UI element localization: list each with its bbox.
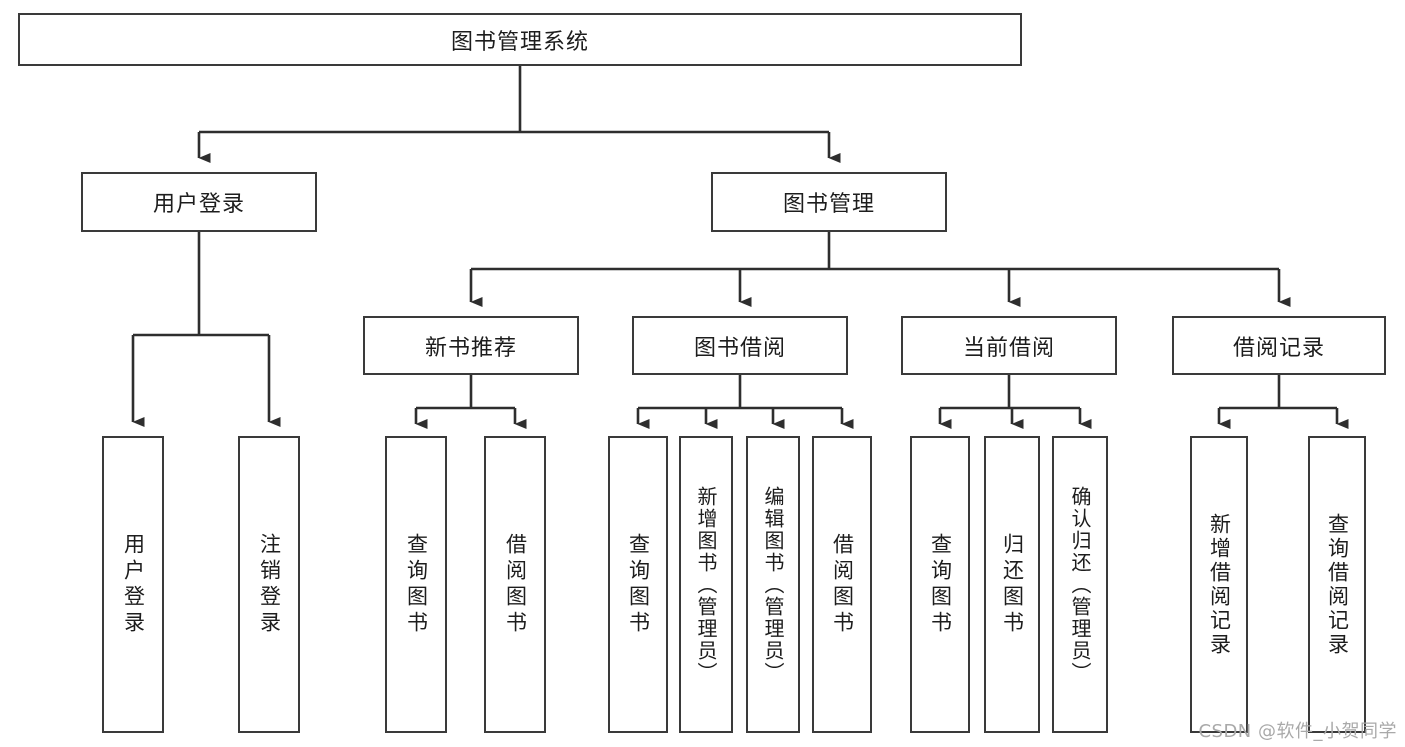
node-new-book-rec-label: 新书推荐 (424, 335, 517, 361)
node-borrow-record-label: 借阅记录 (1232, 335, 1325, 361)
node-leaf-query-record[interactable]: 查询借阅记录 (1308, 436, 1366, 733)
node-leaf-borrow-book-b[interactable]: 借阅图书 (812, 436, 872, 733)
node-user-login-label: 用户登录 (152, 192, 245, 217)
node-book-manage-label: 图书管理 (782, 192, 875, 217)
node-new-book-rec[interactable]: 新书推荐 (363, 316, 579, 375)
node-borrow-record[interactable]: 借阅记录 (1172, 316, 1386, 375)
node-leaf-user-login[interactable]: 用户登录 (102, 436, 164, 733)
node-current-borrow-label: 当前借阅 (962, 335, 1055, 361)
node-leaf-add-book-admin-label: 新增图书（管理员） (694, 485, 718, 684)
node-leaf-add-record[interactable]: 新增借阅记录 (1190, 436, 1248, 733)
node-leaf-borrow-book-b-label: 借阅图书 (830, 532, 855, 637)
node-leaf-confirm-return-admin[interactable]: 确认归还（管理员） (1052, 436, 1108, 733)
node-leaf-query-book-b-label: 查询图书 (626, 532, 651, 637)
node-leaf-borrow-book-rec-label: 借阅图书 (503, 532, 528, 637)
node-leaf-user-logout-label: 注销登录 (257, 532, 282, 637)
node-leaf-user-logout[interactable]: 注销登录 (238, 436, 300, 733)
node-leaf-add-record-label: 新增借阅记录 (1207, 512, 1232, 657)
node-leaf-query-book-rec-label: 查询图书 (404, 532, 429, 637)
node-leaf-edit-book-admin-label: 编辑图书（管理员） (761, 485, 785, 684)
node-leaf-edit-book-admin[interactable]: 编辑图书（管理员） (746, 436, 800, 733)
node-book-manage[interactable]: 图书管理 (711, 172, 947, 232)
node-leaf-user-login-label: 用户登录 (121, 532, 146, 637)
node-leaf-add-book-admin[interactable]: 新增图书（管理员） (679, 436, 733, 733)
node-leaf-query-record-label: 查询借阅记录 (1325, 512, 1350, 657)
node-book-borrow-label: 图书借阅 (693, 335, 786, 361)
node-root[interactable]: 图书管理系统 (18, 13, 1022, 66)
node-root-label: 图书管理系统 (450, 29, 589, 55)
node-user-login[interactable]: 用户登录 (81, 172, 317, 232)
node-leaf-query-book-b[interactable]: 查询图书 (608, 436, 668, 733)
node-book-borrow[interactable]: 图书借阅 (632, 316, 848, 375)
node-leaf-query-book-c-label: 查询图书 (928, 532, 953, 637)
watermark: CSDN @软件_小贺同学 (1198, 721, 1397, 742)
node-leaf-query-book-rec[interactable]: 查询图书 (385, 436, 447, 733)
node-leaf-query-book-c[interactable]: 查询图书 (910, 436, 970, 733)
node-leaf-borrow-book-rec[interactable]: 借阅图书 (484, 436, 546, 733)
node-leaf-confirm-return-admin-label: 确认归还（管理员） (1068, 485, 1092, 684)
node-leaf-return-book[interactable]: 归还图书 (984, 436, 1040, 733)
node-current-borrow[interactable]: 当前借阅 (901, 316, 1117, 375)
node-leaf-return-book-label: 归还图书 (1000, 532, 1025, 637)
